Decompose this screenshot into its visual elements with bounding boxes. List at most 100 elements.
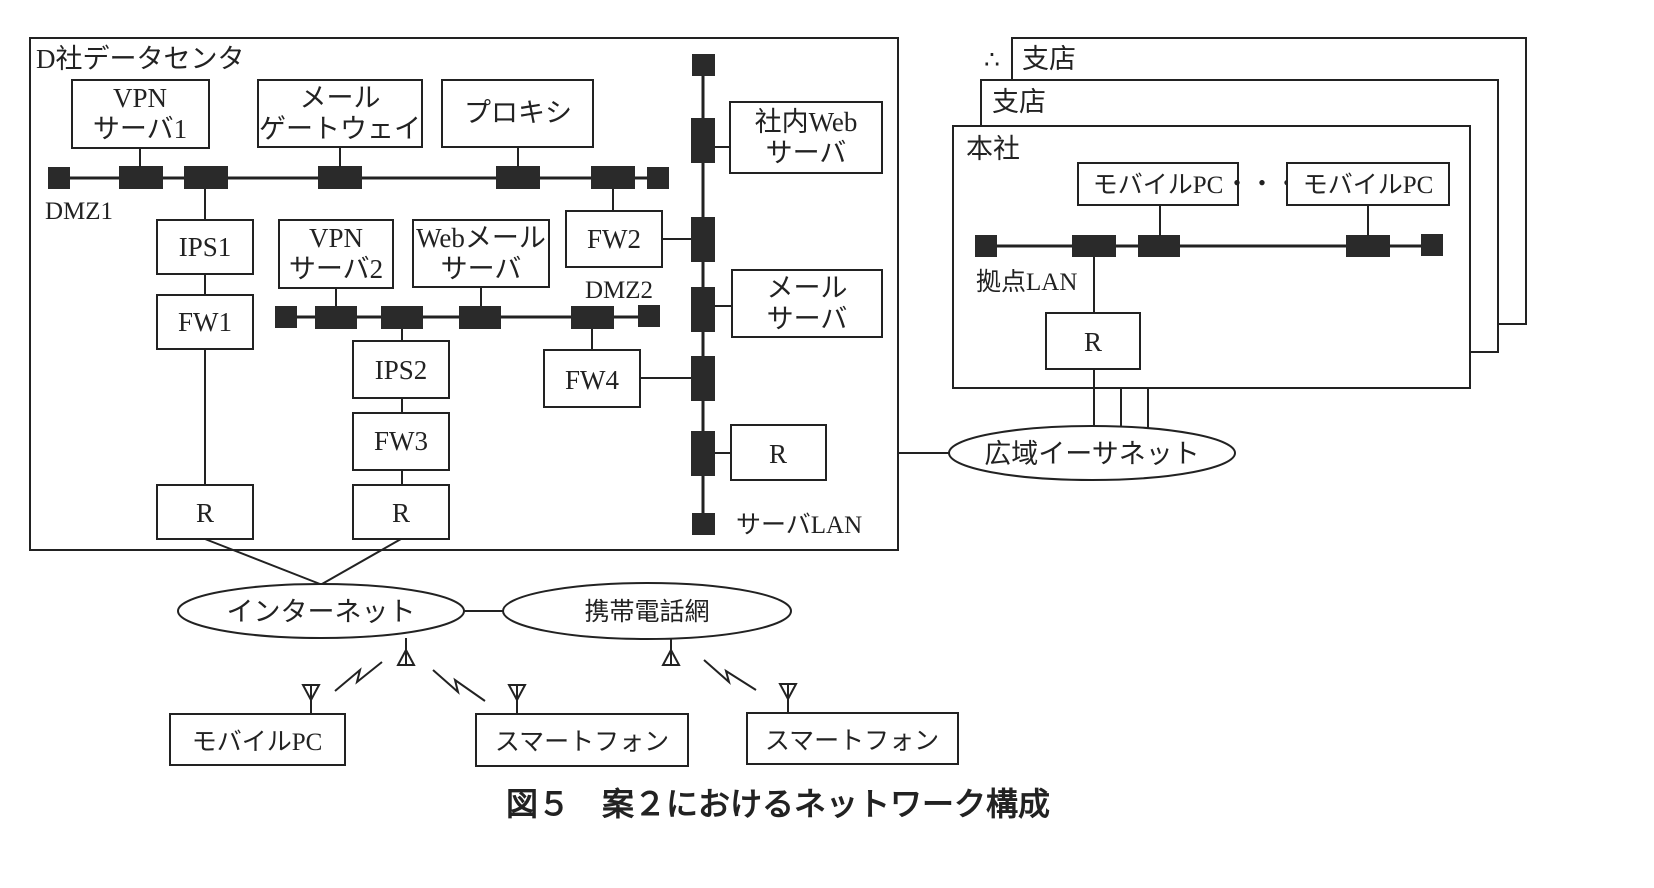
base-lan-hub-router — [1072, 235, 1116, 257]
svg-text:サーバ1: サーバ1 — [93, 114, 187, 144]
base-lan-end-right — [1421, 234, 1443, 256]
svg-text:FW1: FW1 — [178, 307, 232, 337]
wan-cloud[interactable]: 広域イーサネット — [948, 425, 1236, 481]
dmz1-end-left — [48, 167, 70, 189]
base-lan-hub-pc2 — [1346, 235, 1390, 257]
svg-text:プロキシ: プロキシ — [464, 98, 572, 128]
router-internet-1[interactable]: R — [156, 484, 254, 540]
webmail-server[interactable]: Webメール サーバ — [412, 219, 550, 288]
proxy-server[interactable]: プロキシ — [441, 79, 594, 148]
fw1[interactable]: FW1 — [156, 294, 254, 350]
branch-mid-label: 支店 — [992, 87, 1046, 117]
router2-internet-link — [321, 538, 402, 585]
svg-text:R: R — [392, 498, 410, 528]
svg-text:VPN: VPN — [309, 223, 363, 253]
intranet-web-server[interactable]: 社内Web サーバ — [729, 101, 883, 174]
svg-text:モバイルPC: モバイルPC — [192, 729, 323, 756]
smartphone-device-1[interactable]: スマートフォン — [475, 713, 689, 767]
dmz2-hub-webmail — [459, 306, 501, 329]
svg-text:メール: メール — [300, 83, 381, 113]
vpn-server-2[interactable]: VPN サーバ2 — [278, 219, 394, 289]
fw2[interactable]: FW2 — [565, 210, 663, 268]
datacenter-title: D社データセンタ — [36, 44, 245, 74]
dmz2-label: DMZ2 — [585, 277, 653, 304]
dmz2-end-right — [638, 305, 660, 327]
server-lan-hub-mailsrv — [691, 287, 715, 332]
svg-text:R: R — [196, 498, 214, 528]
hq-router[interactable]: R — [1045, 312, 1141, 370]
svg-text:FW3: FW3 — [374, 426, 428, 456]
ips1[interactable]: IPS1 — [156, 219, 254, 275]
svg-text:スマートフォン: スマートフォン — [495, 729, 669, 756]
svg-text:R: R — [1084, 327, 1102, 357]
dmz1-label: DMZ1 — [45, 198, 113, 225]
dmz1-hub-fw2 — [591, 166, 635, 189]
dmz1-hub-proxy — [496, 166, 540, 189]
router-internet-2[interactable]: R — [352, 484, 450, 540]
internet-antenna-icon — [396, 638, 416, 666]
server-lan-hub-router — [691, 431, 715, 476]
base-lan-end-left — [975, 235, 997, 257]
hq-mobile-pc-1[interactable]: モバイルPC — [1077, 162, 1239, 206]
server-lan-hub-fw2 — [691, 217, 715, 262]
svg-text:サーバ2: サーバ2 — [289, 254, 383, 284]
svg-text:モバイルPC: モバイルPC — [1093, 172, 1224, 199]
mobile-antenna-icon — [661, 639, 681, 666]
mobile-pc-device[interactable]: モバイルPC — [169, 713, 346, 766]
wireless-link-icon — [703, 659, 757, 691]
svg-text:IPS1: IPS1 — [179, 232, 232, 262]
hq-mobile-pc-2[interactable]: モバイルPC — [1286, 162, 1450, 206]
mobile-network-cloud[interactable]: 携帯電話網 — [502, 582, 792, 640]
smartphone-2-antenna-icon — [778, 683, 798, 713]
svg-text:携帯電話網: 携帯電話網 — [584, 598, 709, 626]
dmz2-end-left — [275, 306, 297, 328]
wireless-link-icon — [432, 669, 486, 702]
mobile-pc-antenna-icon — [301, 684, 321, 714]
svg-text:モバイルPC: モバイルPC — [1303, 172, 1434, 199]
svg-text:インターネット: インターネット — [227, 597, 416, 627]
svg-text:サーバ: サーバ — [767, 304, 848, 334]
dmz2-hub-ips2 — [381, 306, 423, 329]
svg-text:メール: メール — [767, 273, 848, 303]
svg-text:サーバ: サーバ — [766, 138, 847, 168]
svg-text:社内Web: 社内Web — [755, 107, 858, 137]
svg-text:R: R — [769, 439, 787, 469]
hq-label: 本社 — [966, 134, 1020, 164]
ips2[interactable]: IPS2 — [352, 340, 450, 399]
base-lan-label: 拠点LAN — [976, 268, 1077, 296]
smartphone-device-2[interactable]: スマートフォン — [746, 712, 959, 765]
svg-text:広域イーサネット: 広域イーサネット — [984, 439, 1199, 469]
figure-caption: 図５ 案２におけるネットワーク構成 — [506, 786, 1050, 822]
server-lan-end-bottom — [692, 513, 715, 535]
dmz2-hub-vpn2 — [315, 306, 357, 329]
internet-cloud[interactable]: インターネット — [177, 583, 465, 639]
fw4[interactable]: FW4 — [543, 349, 641, 408]
mail-gateway[interactable]: メール ゲートウェイ — [257, 79, 423, 148]
branch-back-label: 支店 — [1022, 44, 1076, 74]
svg-text:FW4: FW4 — [565, 365, 620, 395]
dmz1-end-right — [647, 167, 669, 189]
smartphone-1-antenna-icon — [507, 684, 527, 714]
hq-frame: 本社 拠点LAN モバイルPC ・・・ モバイルPC R — [952, 125, 1471, 389]
svg-text:IPS2: IPS2 — [375, 355, 428, 385]
svg-text:Webメール: Webメール — [416, 223, 546, 253]
svg-text:スマートフォン: スマートフォン — [765, 728, 939, 755]
svg-text:VPN: VPN — [113, 83, 167, 113]
svg-text:サーバ: サーバ — [441, 254, 522, 284]
server-lan-hub-intraweb — [691, 118, 715, 163]
router-server-lan[interactable]: R — [730, 424, 827, 481]
server-lan-end-top — [692, 54, 715, 76]
dmz1-hub-vpn1 — [119, 166, 163, 189]
branch-ellipsis: ∴ — [984, 47, 1000, 74]
server-lan-label: サーバLAN — [736, 512, 862, 539]
base-lan-hub-pc1 — [1138, 235, 1180, 257]
wireless-link-icon — [334, 661, 383, 692]
mail-server[interactable]: メール サーバ — [731, 269, 883, 338]
svg-text:ゲートウェイ: ゲートウェイ — [259, 114, 421, 144]
vpn-server-1[interactable]: VPN サーバ1 — [71, 79, 210, 149]
svg-text:FW2: FW2 — [587, 224, 641, 254]
server-lan-hub-fw4 — [691, 356, 715, 401]
fw3[interactable]: FW3 — [352, 412, 450, 471]
dmz1-hub-ips1 — [184, 166, 228, 189]
